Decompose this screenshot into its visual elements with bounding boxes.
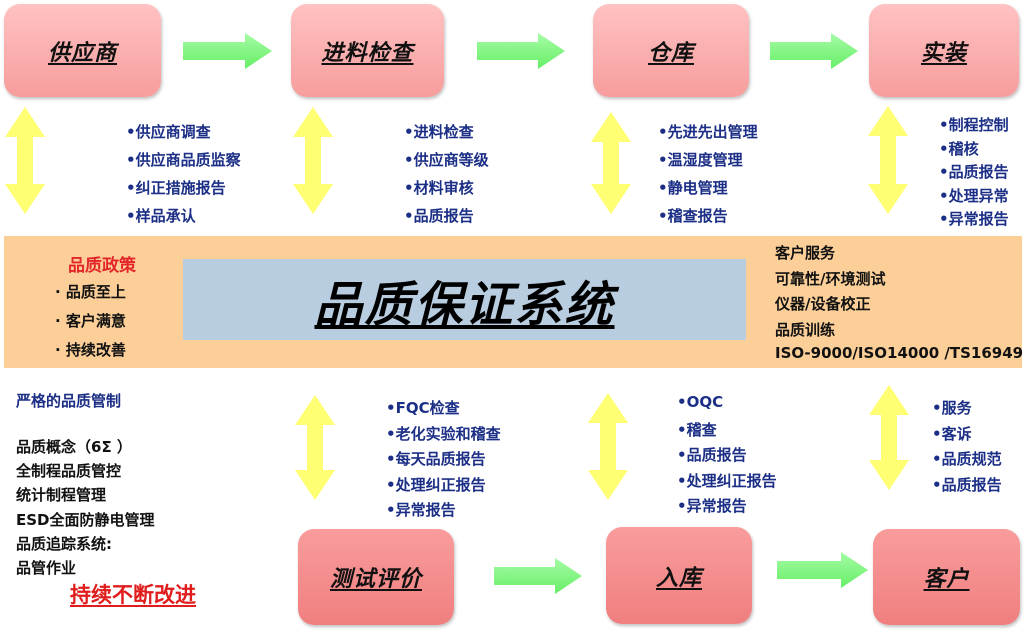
list-incoming: •进料检查 •供应商等级 •材料审核 •品质报告 xyxy=(404,121,489,233)
list-item: •稽查 xyxy=(677,420,717,439)
service-item: 可靠性/环境测试 xyxy=(775,269,886,288)
policy-item: 客户满意 xyxy=(55,310,126,339)
list-item: •异常报告 xyxy=(939,210,1009,228)
concept-list: 品质概念（6Σ ） 全制程品质管控 统计制程管理 ESD全面防静电管理 品质追踪… xyxy=(16,436,155,581)
arrow-test-to-stockin xyxy=(494,558,582,594)
list-item: •温湿度管理 xyxy=(658,151,743,169)
list-item: •老化实验和稽查 xyxy=(386,424,501,443)
vertical-arrow-customer xyxy=(869,385,909,490)
list-item: •样品承认 xyxy=(126,207,196,225)
list-item: •客诉 xyxy=(932,424,972,443)
list-item: •品质报告 xyxy=(404,207,474,225)
vertical-arrow-supplier xyxy=(5,107,45,214)
policy-title: 品质政策 xyxy=(68,256,136,276)
policy-item: 品质至上 xyxy=(55,281,126,310)
list-item: •制程控制 xyxy=(939,116,1009,134)
service-item: 客户服务 xyxy=(775,244,836,262)
concept-item: 品管作业 xyxy=(16,558,77,577)
list-item: •处理异常 xyxy=(939,186,1009,205)
box-label-incoming-inspection: 进料检查 xyxy=(321,40,414,66)
vertical-arrow-test xyxy=(295,395,335,500)
arrow-incoming-to-warehouse xyxy=(477,33,565,69)
list-item: •服务 xyxy=(932,399,972,417)
service-list: 客户服务 可靠性/环境测试 仪器/设备校正 品质训练 ISO-9000/ISO1… xyxy=(775,242,1023,370)
box-supplier[interactable]: 供应商 xyxy=(4,4,161,97)
list-item: •稽查报告 xyxy=(658,207,728,225)
vertical-arrow-stockin xyxy=(588,393,628,500)
list-item: •OQC xyxy=(677,393,724,411)
list-item: •FQC检查 xyxy=(386,399,460,417)
policy-item: 持续改善 xyxy=(55,339,126,368)
list-customer: •服务 •客诉 •品质规范 •品质报告 xyxy=(932,397,1002,499)
list-item: •处理纠正报告 xyxy=(677,471,777,490)
service-item: 仪器/设备校正 xyxy=(775,295,871,313)
box-assembly[interactable]: 实装 xyxy=(869,4,1019,97)
center-title: 品质保证系统 xyxy=(314,276,615,333)
box-label-supplier: 供应商 xyxy=(47,40,117,66)
list-item: •静电管理 xyxy=(658,179,728,197)
list-item: •供应商等级 xyxy=(404,151,489,169)
list-item: •稽核 xyxy=(939,139,979,158)
concept-item: 全制程品质管控 xyxy=(16,462,122,481)
box-label-stock-in: 入库 xyxy=(655,565,702,591)
box-label-warehouse: 仓库 xyxy=(647,40,694,66)
list-oqc: •OQC •稽查 •品质报告 •处理纠正报告 •异常报告 xyxy=(677,393,777,521)
concept-item: ESD全面防静电管理 xyxy=(16,510,155,529)
list-item: •供应商调查 xyxy=(126,123,211,141)
center-title-panel: 品质保证系统 xyxy=(183,259,746,340)
list-item: •品质报告 xyxy=(939,163,1009,181)
list-item: •材料审核 xyxy=(404,179,474,197)
arrow-stockin-to-customer xyxy=(777,552,868,588)
list-item: •品质报告 xyxy=(932,475,1002,494)
strict-control-title: 严格的品质管制 xyxy=(16,392,122,410)
list-item: •先进先出管理 xyxy=(658,123,758,141)
box-label-assembly: 实装 xyxy=(920,40,967,66)
box-incoming-inspection[interactable]: 进料检查 xyxy=(291,4,444,97)
list-supplier: •供应商调查 •供应商品质监察 •纠正措施报告 •样品承认 xyxy=(126,121,241,233)
box-test-evaluation[interactable]: 测试评价 xyxy=(298,529,454,625)
vertical-arrow-warehouse xyxy=(591,112,631,214)
box-label-customer: 客户 xyxy=(923,567,970,592)
list-fqc: •FQC检查 •老化实验和稽查 •每天品质报告 •处理纠正报告 •异常报告 xyxy=(386,397,501,525)
concept-item: 品质追踪系统: xyxy=(16,534,112,553)
box-stock-in[interactable]: 入库 xyxy=(606,527,752,624)
list-item: •处理纠正报告 xyxy=(386,475,486,494)
list-item: •纠正措施报告 xyxy=(126,179,226,197)
vertical-arrow-assembly xyxy=(868,106,908,214)
concept-item: 品质概念（6Σ ） xyxy=(16,438,132,456)
list-item: •品质报告 xyxy=(677,446,747,464)
concept-item: 统计制程管理 xyxy=(16,486,107,505)
list-assembly: •制程控制 •稽核 •品质报告 •处理异常 •异常报告 xyxy=(939,114,1009,232)
box-label-test-evaluation: 测试评价 xyxy=(329,567,422,592)
list-warehouse: •先进先出管理 •温湿度管理 •静电管理 •稽查报告 xyxy=(658,121,758,233)
arrow-supplier-to-incoming xyxy=(183,33,272,69)
list-item: •进料检查 xyxy=(404,123,474,141)
box-warehouse[interactable]: 仓库 xyxy=(593,4,749,97)
service-item: 品质训练 xyxy=(775,320,836,339)
list-item: •异常报告 xyxy=(677,497,747,515)
continuous-improvement: 持续不断改进 xyxy=(70,583,196,607)
policy-list: 品质至上 客户满意 持续改善 xyxy=(55,281,126,368)
service-item: ISO-9000/ISO14000 /TS16949 xyxy=(775,344,1024,362)
list-item: •每天品质报告 xyxy=(386,450,486,468)
list-item: •品质规范 xyxy=(932,450,1002,468)
vertical-arrow-incoming xyxy=(293,107,333,214)
list-item: •异常报告 xyxy=(386,501,456,519)
list-item: •供应商品质监察 xyxy=(126,151,241,169)
box-customer[interactable]: 客户 xyxy=(873,529,1020,625)
arrow-warehouse-to-assembly xyxy=(770,33,858,69)
